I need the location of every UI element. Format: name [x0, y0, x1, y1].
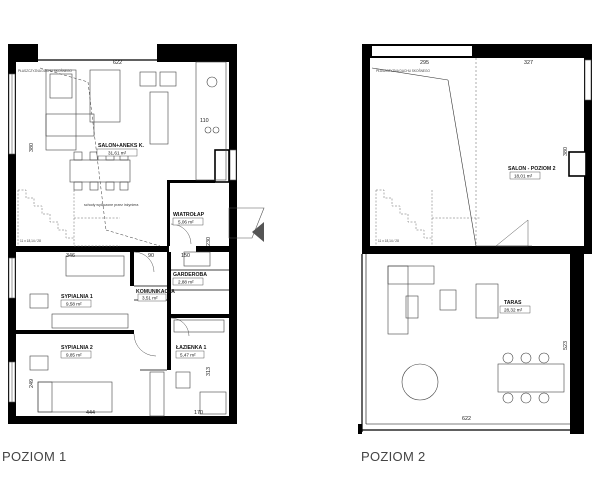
level2-terrace-furniture [387, 265, 565, 404]
level1-roof-lines [39, 67, 161, 247]
level1-plan: SALON+ANEKS K. 31,61 m² WIATROŁAP 5,06 m… [8, 44, 265, 424]
level2-roof-lines [371, 58, 532, 247]
level1-wardrobe [183, 251, 211, 267]
dim-bed1-width: 346 [66, 253, 75, 259]
level1-bed1 [29, 255, 129, 329]
level2-caption: POZIOM 2 [361, 449, 426, 464]
dim-bottom-width: 622 [462, 416, 471, 422]
level1-room-salon: SALON+ANEKS K. 31,61 m² [96, 143, 145, 157]
room-area: 9,58 m² [66, 302, 82, 307]
room-name: SYPIALNIA 2 [61, 345, 93, 351]
level2-room-salon2: SALON - POZIOM 2 18,01 m² [508, 166, 556, 180]
room-area: 9,85 m² [66, 353, 82, 358]
room-area: 28,32 m² [504, 308, 523, 313]
room-name: SALON - POZIOM 2 [508, 166, 556, 172]
dim-wiatrolap-height: 230 [206, 237, 212, 246]
room-name: ŁAZIENKA 1 [176, 345, 206, 351]
room-name: SYPIALNIA 1 [61, 294, 93, 300]
dim-salon-height: 380 [563, 147, 569, 156]
roof-note: PŁASZCZYZNA DACHU SKOŚNEGO [18, 68, 73, 73]
dim-closet-width: 150 [181, 253, 190, 259]
level1-caption: POZIOM 1 [2, 449, 67, 464]
level1-dining-table [69, 151, 131, 191]
level2-top-wall-gap [372, 46, 472, 56]
level1-stairs [17, 189, 120, 247]
stair-label: 11 x 18,14 / 28 [20, 239, 41, 243]
stair-label: 11 x 18,14 / 28 [378, 239, 399, 243]
room-area: 18,01 m² [514, 174, 533, 179]
level1-sofa [45, 69, 121, 151]
level1-room-sypialnia1: SYPIALNIA 1 9,58 m² [60, 294, 93, 308]
room-name: SALON+ANEKS K. [98, 143, 145, 149]
room-name: KOMUNIKACJA [136, 289, 175, 295]
dim-salon-height: 380 [29, 143, 35, 152]
level2-terrace-outline [361, 254, 570, 432]
level2-room-taras: TARAS 28,32 m² [499, 300, 531, 314]
room-name: GARDEROBA [173, 272, 207, 278]
level1-dimensions: 622 380 110 346 90 150 249 444 170 313 2… [29, 60, 212, 416]
level1-interior-walls [16, 180, 229, 370]
dim-taras-height: 523 [563, 341, 569, 350]
level2-plan: SALON - POZIOM 2 18,01 m² TARAS 28,32 m²… [358, 44, 592, 434]
level1-windows [8, 73, 237, 403]
level1-entrance-arrow [252, 222, 264, 242]
level1-room-sypialnia2: SYPIALNIA 2 9,85 m² [60, 345, 93, 359]
dim-bath-width: 170 [194, 410, 203, 416]
room-area: 5,47 m² [180, 353, 196, 358]
level1-room-komunikacja: KOMUNIKACJA 3,51 m² [136, 289, 175, 302]
dim-left-width: 295 [420, 60, 429, 66]
roof-note: PŁASZCZYZNA DACHU SKOŚNEGO [376, 68, 431, 73]
level2-right-window-notch [568, 151, 587, 177]
level1-bed2 [29, 355, 165, 417]
level1-room-garderoba: GARDEROBA 2,88 m² [172, 272, 207, 286]
room-area: 31,61 m² [108, 151, 127, 156]
level1-room-wiatrolap: WIATROŁAP 5,06 m² [172, 212, 205, 226]
level1-bathroom-fixtures [173, 319, 227, 415]
level1-room-lazienka: ŁAZIENKA 1 5,47 m² [175, 345, 206, 359]
level2-stairs [375, 189, 480, 246]
dim-bath-height: 313 [206, 367, 212, 376]
dim-hall-width: 90 [148, 253, 154, 259]
room-name: TARAS [504, 300, 522, 306]
room-area: 3,51 m² [142, 296, 158, 301]
level2-dimensions: 295 327 380 523 622 [420, 60, 569, 422]
room-name: WIATROŁAP [173, 212, 205, 218]
level1-kitchen [139, 61, 227, 181]
level1-right-window-notch [214, 149, 230, 183]
dim-top-width: 622 [113, 60, 122, 66]
dim-right-width: 327 [524, 60, 533, 66]
dim-bed2-height: 249 [29, 379, 35, 388]
room-area: 5,06 m² [178, 220, 194, 225]
stairs-note: schody wyłączone przez inżyniera [84, 203, 138, 207]
level1-exterior-walls [8, 44, 237, 424]
dim-entry-width: 110 [200, 118, 209, 124]
dim-bed2-width: 444 [86, 410, 95, 416]
room-area: 2,88 m² [178, 280, 194, 285]
